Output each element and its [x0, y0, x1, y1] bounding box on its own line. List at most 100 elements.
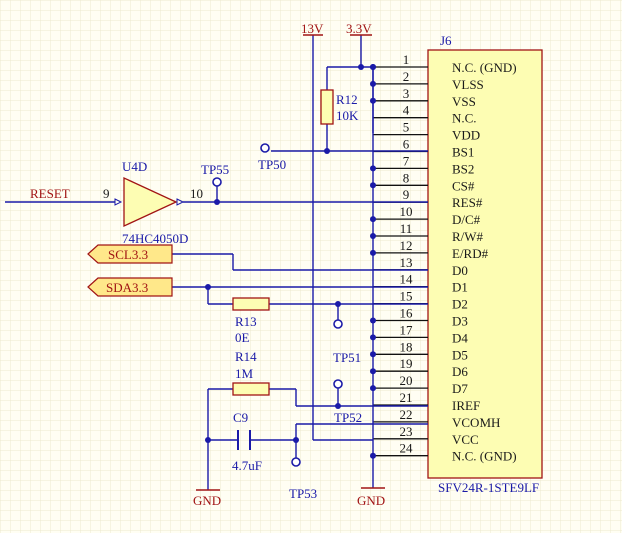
tp51-label: TP51	[333, 350, 361, 365]
junction-pin-7	[370, 165, 376, 172]
buffer-output-arrow	[176, 198, 185, 206]
junctions	[205, 64, 376, 459]
testpoint-tp51	[333, 319, 343, 329]
pin-name-3: VSS	[452, 94, 476, 109]
buffer-u4d[interactable]	[123, 176, 178, 228]
pin-name-20: D7	[452, 381, 468, 396]
pin-number-5: 5	[403, 120, 410, 135]
pin-number-22: 22	[400, 407, 413, 422]
buffer-in-pin: 9	[103, 186, 110, 201]
r13-value: 0E	[235, 330, 250, 345]
pin-number-11: 11	[400, 221, 413, 236]
pin-number-9: 9	[403, 187, 410, 202]
pin-number-2: 2	[403, 69, 410, 84]
pin-name-23: VCC	[452, 432, 479, 447]
r14-value: 1M	[235, 366, 254, 381]
junction-pin-18	[370, 351, 376, 358]
wires	[5, 35, 428, 490]
connector-part-number: SFV24R-1STE9LF	[438, 480, 539, 495]
r12-ref: R12	[336, 92, 358, 107]
junction-pin-20	[370, 385, 376, 392]
pin-number-18: 18	[400, 339, 413, 354]
connector-body[interactable]	[427, 49, 543, 479]
testpoint-tp50	[260, 143, 270, 153]
net-label-scl[interactable]	[87, 244, 173, 264]
testpoints	[212, 143, 343, 467]
testpoint-tp53	[291, 457, 301, 467]
pin-name-12: E/RD#	[452, 246, 489, 261]
junction-pin-16	[370, 317, 376, 324]
testpoint-tp52	[333, 379, 343, 389]
pin-number-21: 21	[400, 390, 413, 405]
tp50-label: TP50	[258, 157, 286, 172]
pin-number-15: 15	[400, 289, 413, 304]
junction-pin-8	[370, 182, 376, 189]
connector-designator: J6	[440, 33, 452, 48]
r12-value: 10K	[336, 108, 359, 123]
r14-ref: R14	[235, 349, 257, 364]
pin-name-17: D4	[452, 330, 468, 345]
r13-ref: R13	[235, 314, 257, 329]
capacitor-c9[interactable]	[237, 430, 251, 450]
pin-name-21: IREF	[452, 398, 480, 413]
pin-number-17: 17	[400, 322, 414, 337]
junction-pin-1	[370, 64, 376, 70]
pin-number-4: 4	[403, 103, 410, 118]
pin-name-18: D5	[452, 347, 468, 362]
tp52-label: TP52	[334, 410, 362, 425]
pin-number-6: 6	[403, 137, 410, 152]
pin-name-9: RES#	[452, 195, 483, 210]
c9-ref: C9	[233, 410, 248, 425]
pin-number-14: 14	[400, 272, 414, 287]
pin-number-12: 12	[400, 238, 413, 253]
pin-name-7: BS2	[452, 161, 474, 176]
pin-number-1: 1	[403, 52, 410, 67]
pin-number-13: 13	[400, 255, 413, 270]
pin-name-14: D1	[452, 280, 468, 295]
pin-name-24: N.C. (GND)	[452, 449, 517, 464]
net-scl: SCL3.3	[108, 247, 148, 262]
buffer-out-pin: 10	[190, 186, 203, 201]
pin-name-6: BS1	[452, 145, 474, 160]
junction-pin-10	[370, 216, 376, 223]
pin-name-19: D6	[452, 364, 468, 379]
pin-name-5: VDD	[452, 128, 480, 143]
junction-pin-17	[370, 334, 376, 341]
net-13v: 13V	[301, 21, 324, 36]
pin-name-16: D3	[452, 314, 468, 329]
pin-number-8: 8	[403, 170, 410, 185]
pin-number-24: 24	[400, 441, 414, 456]
buffer-part: 74HC4050D	[122, 231, 188, 246]
buffer-designator: U4D	[122, 159, 147, 174]
tp53-label: TP53	[289, 486, 317, 501]
tp55-label: TP55	[201, 162, 229, 177]
junction-pin-19	[370, 368, 376, 375]
junction-pin-11	[370, 233, 376, 239]
pin-number-7: 7	[403, 153, 410, 168]
pin-name-8: CS#	[452, 178, 475, 193]
pin-number-16: 16	[400, 306, 414, 321]
pin-name-13: D0	[452, 263, 468, 278]
testpoint-tp55	[212, 177, 222, 187]
pin-name-22: VCOMH	[452, 415, 500, 430]
connector-pins: 1N.C. (GND)2VLSS3VSS4N.C.5VDD6BS17BS28CS…	[373, 52, 517, 464]
gnd-symbols	[196, 487, 385, 491]
resistor-r12[interactable]	[320, 89, 334, 125]
junction-pin-2	[370, 80, 376, 87]
junction-pin-24	[370, 452, 376, 459]
pin-number-10: 10	[400, 204, 413, 219]
resistor-r13[interactable]	[232, 297, 270, 311]
net-sda: SDA3.3	[106, 280, 148, 295]
resistor-r14[interactable]	[232, 382, 270, 396]
pin-name-11: R/W#	[452, 229, 484, 244]
pin-name-15: D2	[452, 297, 468, 312]
junction-pin-3	[370, 97, 376, 104]
net-label-sda[interactable]	[87, 277, 173, 297]
pin-number-20: 20	[400, 373, 413, 388]
pin-name-4: N.C.	[452, 111, 477, 126]
net-gnd-right: GND	[357, 493, 385, 508]
pin-number-23: 23	[400, 424, 413, 439]
net-gnd-left: GND	[193, 493, 221, 508]
net-33v: 3.3V	[346, 21, 372, 36]
